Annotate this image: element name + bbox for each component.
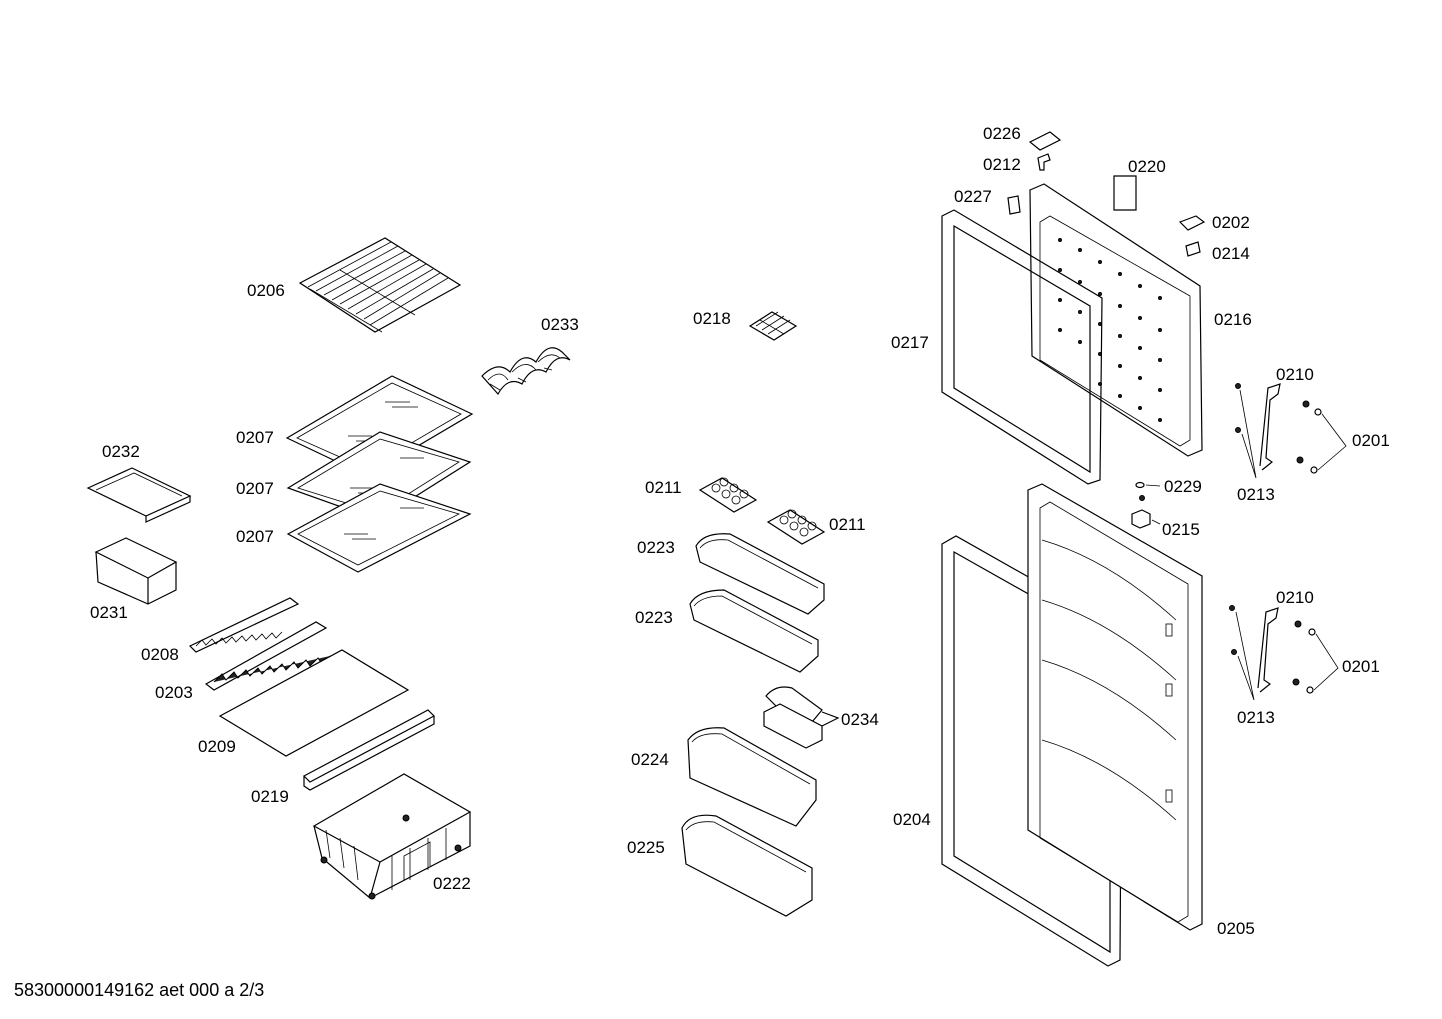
bracket-illustration bbox=[1185, 241, 1201, 257]
part-label-0211: 0211 bbox=[829, 515, 866, 534]
glass-shelf-illustration bbox=[286, 483, 472, 573]
fridge-door-illustration bbox=[1027, 483, 1203, 931]
ice-tray-illustration bbox=[748, 311, 798, 341]
door-shelf-illustration bbox=[687, 727, 817, 827]
bottle-shelf-illustration bbox=[681, 814, 813, 917]
part-label-0213: 0213 bbox=[1237, 708, 1275, 727]
part-label-0225: 0225 bbox=[627, 838, 665, 857]
egg-tray-illustration bbox=[698, 477, 758, 513]
part-label-0232: 0232 bbox=[102, 442, 140, 461]
part-label-0205: 0205 bbox=[1217, 919, 1255, 938]
part-label-0215: 0215 bbox=[1162, 520, 1200, 539]
handle-screws-illustration bbox=[1296, 400, 1347, 474]
vent-strip-illustration bbox=[188, 597, 300, 653]
part-label-0203: 0203 bbox=[155, 683, 193, 702]
part-label-0208: 0208 bbox=[141, 645, 179, 664]
glass-plate-illustration bbox=[218, 649, 410, 757]
cover-cap-illustration bbox=[1007, 195, 1021, 215]
handle-screws-illustration bbox=[1229, 605, 1255, 701]
profile-strip-illustration bbox=[303, 709, 435, 791]
part-label-0226: 0226 bbox=[983, 124, 1021, 143]
part-label-0210: 0210 bbox=[1276, 365, 1314, 384]
part-label-0206: 0206 bbox=[247, 281, 285, 300]
part-label-0207: 0207 bbox=[236, 428, 274, 447]
cover-cap-illustration bbox=[1178, 215, 1206, 231]
part-label-0209: 0209 bbox=[198, 737, 236, 756]
part-label-0214: 0214 bbox=[1212, 244, 1250, 263]
part-label-0218: 0218 bbox=[693, 309, 731, 328]
door-handle-illustration bbox=[1257, 607, 1279, 693]
label-plate-illustration bbox=[1113, 175, 1137, 211]
part-label-0227: 0227 bbox=[954, 187, 992, 206]
hinge-cover-illustration bbox=[1028, 131, 1062, 151]
part-label-0210: 0210 bbox=[1276, 588, 1314, 607]
small-drawer-illustration bbox=[94, 537, 178, 605]
part-label-0220: 0220 bbox=[1128, 157, 1166, 176]
part-label-0223: 0223 bbox=[635, 608, 673, 627]
part-label-0229: 0229 bbox=[1164, 477, 1202, 496]
part-label-0234: 0234 bbox=[841, 710, 879, 729]
part-label-0233: 0233 bbox=[541, 315, 579, 334]
part-label-0222: 0222 bbox=[433, 874, 471, 893]
part-label-0212: 0212 bbox=[983, 155, 1021, 174]
part-label-0224: 0224 bbox=[631, 750, 669, 769]
part-label-0223: 0223 bbox=[637, 538, 675, 557]
part-label-0216: 0216 bbox=[1214, 310, 1252, 329]
part-label-0201: 0201 bbox=[1352, 431, 1390, 450]
door-shelf-illustration bbox=[695, 533, 825, 615]
document-id-footer: 58300000149162 aet 000 a 2/3 bbox=[14, 980, 265, 1000]
hinge-pin-illustration bbox=[1037, 153, 1051, 171]
bottle-rack-illustration bbox=[481, 347, 571, 396]
part-label-0202: 0202 bbox=[1212, 213, 1250, 232]
handle-screws-illustration bbox=[1292, 620, 1339, 694]
part-label-0201: 0201 bbox=[1342, 657, 1380, 676]
freezer-door-illustration bbox=[1029, 183, 1203, 457]
butter-box-illustration bbox=[763, 686, 840, 749]
egg-tray-illustration bbox=[766, 509, 826, 545]
hinge-bushing-illustration bbox=[1135, 481, 1161, 501]
part-label-0211: 0211 bbox=[645, 478, 682, 497]
part-label-0217: 0217 bbox=[891, 333, 929, 352]
part-label-0207: 0207 bbox=[236, 527, 274, 546]
vent-strip-illustration bbox=[204, 621, 331, 691]
handle-screws-illustration bbox=[1235, 383, 1257, 479]
part-label-0213: 0213 bbox=[1237, 485, 1275, 504]
part-label-0207: 0207 bbox=[236, 479, 274, 498]
freezer-door-gasket-illustration bbox=[941, 209, 1103, 485]
drawer-cover-illustration bbox=[86, 467, 192, 523]
hinge-block-illustration bbox=[1131, 509, 1161, 529]
door-handle-illustration bbox=[1259, 383, 1281, 471]
part-label-0204: 0204 bbox=[893, 810, 931, 829]
part-label-0231: 0231 bbox=[90, 603, 128, 622]
part-label-0219: 0219 bbox=[251, 787, 289, 806]
door-shelf-illustration bbox=[689, 589, 819, 673]
wire-shelf-illustration bbox=[298, 237, 462, 333]
vegetable-container-illustration bbox=[312, 773, 472, 900]
